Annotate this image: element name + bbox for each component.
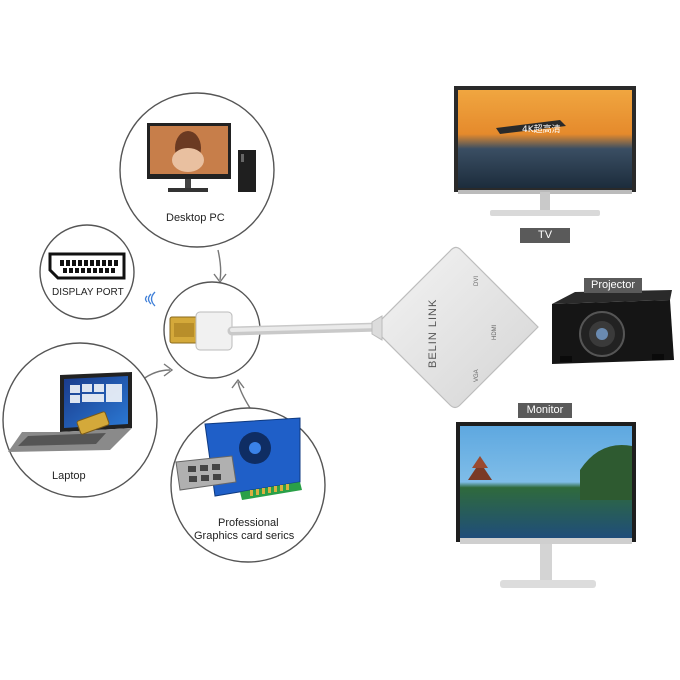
desktop-pc-node	[119, 92, 275, 248]
adapter-cable	[227, 322, 385, 336]
adapter-brand: BELIN LINK	[427, 299, 439, 368]
adapter-port-vga: VGA	[474, 369, 480, 382]
desktop-monitor-image	[147, 123, 256, 192]
display-port-label: DISPLAY PORT	[52, 287, 124, 298]
graphics-card-node	[170, 407, 326, 563]
graphics-card-image	[175, 417, 302, 500]
adapter-hub	[371, 246, 539, 409]
graphics-card-label-line1: Professional	[218, 517, 279, 529]
display-port-icon	[48, 252, 126, 280]
monitor-tag: Monitor	[518, 403, 572, 418]
desktop-pc-label: Desktop PC	[166, 212, 225, 224]
projector-tag: Projector	[584, 278, 642, 293]
tv-tag: TV	[520, 228, 570, 243]
laptop-image	[8, 372, 132, 452]
display-port-node	[39, 224, 135, 320]
tv-screen-text: 4K超高清	[522, 123, 561, 135]
laptop-node	[2, 342, 158, 498]
laptop-label: Laptop	[52, 470, 86, 482]
monitor-image	[456, 422, 636, 588]
graphics-card-label-line2: Graphics card serics	[194, 530, 295, 542]
adapter-port-dvi: DVI	[474, 276, 480, 286]
tv-image	[454, 86, 636, 216]
signal-icon	[144, 291, 156, 307]
projector-image	[552, 290, 674, 364]
adapter-port-hdmi: HDMI	[492, 324, 498, 340]
